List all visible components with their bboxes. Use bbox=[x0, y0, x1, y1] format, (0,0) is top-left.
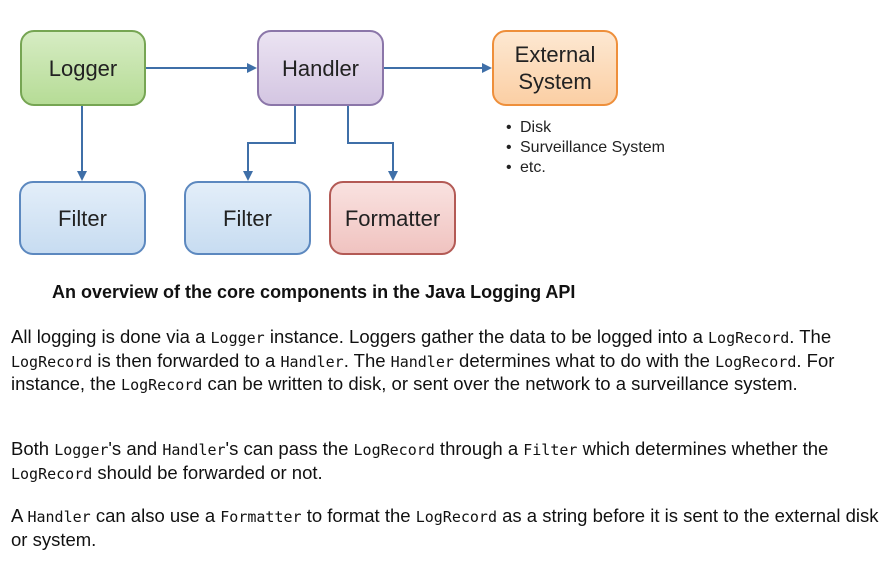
text-run: . The bbox=[789, 326, 832, 347]
text-run: instance. Loggers gather the data to be … bbox=[264, 326, 709, 347]
code-term: LogRecord bbox=[415, 508, 497, 526]
code-term: Filter bbox=[523, 441, 578, 459]
arrow-handler-to-filter bbox=[243, 106, 296, 181]
code-term: LogRecord bbox=[11, 464, 93, 483]
handler-box: Handler bbox=[257, 30, 384, 106]
logger-box: Logger bbox=[20, 30, 146, 106]
text-run: . The bbox=[343, 349, 391, 371]
arrow-handler-to-formatter bbox=[347, 106, 398, 181]
paragraph-logging-intro: All logging is done via a Logger instanc… bbox=[11, 326, 879, 397]
bullet-item: etc. bbox=[506, 158, 665, 178]
text-run: All logging is done via a bbox=[11, 326, 211, 347]
logging-diagram: Logger Handler External System Filter Fi… bbox=[0, 0, 883, 265]
code-term: LogRecord bbox=[708, 329, 790, 347]
code-term: Handler bbox=[27, 508, 91, 526]
text-run: 's and bbox=[108, 438, 163, 459]
figure-caption: An overview of the core components in th… bbox=[52, 282, 576, 302]
paragraph-filters: Both Logger's and Handler's can pass the… bbox=[11, 438, 879, 485]
external-system-label-line1: External bbox=[514, 42, 596, 67]
bullet-item: Disk bbox=[506, 118, 665, 138]
bullet-item: Surveillance System bbox=[506, 138, 665, 158]
filter-box-handler: Filter bbox=[184, 181, 311, 255]
code-term: LogRecord bbox=[715, 352, 797, 371]
code-term: Handler bbox=[390, 352, 454, 371]
text-run: Both bbox=[11, 438, 55, 459]
text-run: as a string before it is sent to the ext… bbox=[11, 505, 879, 550]
filter-box-handler-label: Filter bbox=[223, 205, 272, 231]
text-run: through a bbox=[434, 438, 524, 459]
code-term: Logger bbox=[54, 441, 109, 459]
external-system-box: External System bbox=[492, 30, 618, 106]
text-run: which determines whether the bbox=[577, 438, 829, 459]
text-run: . For instance, the bbox=[11, 349, 835, 395]
filter-box-logger: Filter bbox=[19, 181, 146, 255]
code-term: LogRecord bbox=[121, 376, 203, 394]
code-term: Handler bbox=[280, 352, 344, 371]
logger-box-label: Logger bbox=[48, 55, 118, 81]
code-term: LogRecord bbox=[353, 441, 435, 459]
code-term: Logger bbox=[210, 329, 265, 347]
external-system-label-line2: System bbox=[518, 69, 592, 94]
text-run: should be forwarded or not. bbox=[92, 461, 323, 483]
code-term: Handler bbox=[162, 441, 226, 459]
text-run: can be written to disk, or sent over the… bbox=[202, 373, 798, 394]
text-run: 's can pass the bbox=[225, 438, 354, 459]
text-run: to format the bbox=[301, 505, 416, 526]
diagram-connectors bbox=[77, 63, 492, 181]
external-system-bullet-list: Disk Surveillance System etc. bbox=[506, 118, 665, 178]
text-run: determines what to do with the bbox=[453, 349, 716, 371]
formatter-box-label: Formatter bbox=[344, 205, 441, 231]
text-run: can also use a bbox=[90, 505, 221, 526]
formatter-box: Formatter bbox=[329, 181, 456, 255]
code-term: Formatter bbox=[220, 508, 302, 526]
paragraph-formatter: A Handler can also use a Formatter to fo… bbox=[11, 505, 879, 551]
text-run: A bbox=[11, 505, 28, 526]
text-run: is then forwarded to a bbox=[92, 349, 281, 371]
filter-box-logger-label: Filter bbox=[58, 205, 107, 231]
handler-box-label: Handler bbox=[281, 55, 360, 81]
code-term: LogRecord bbox=[11, 352, 93, 371]
